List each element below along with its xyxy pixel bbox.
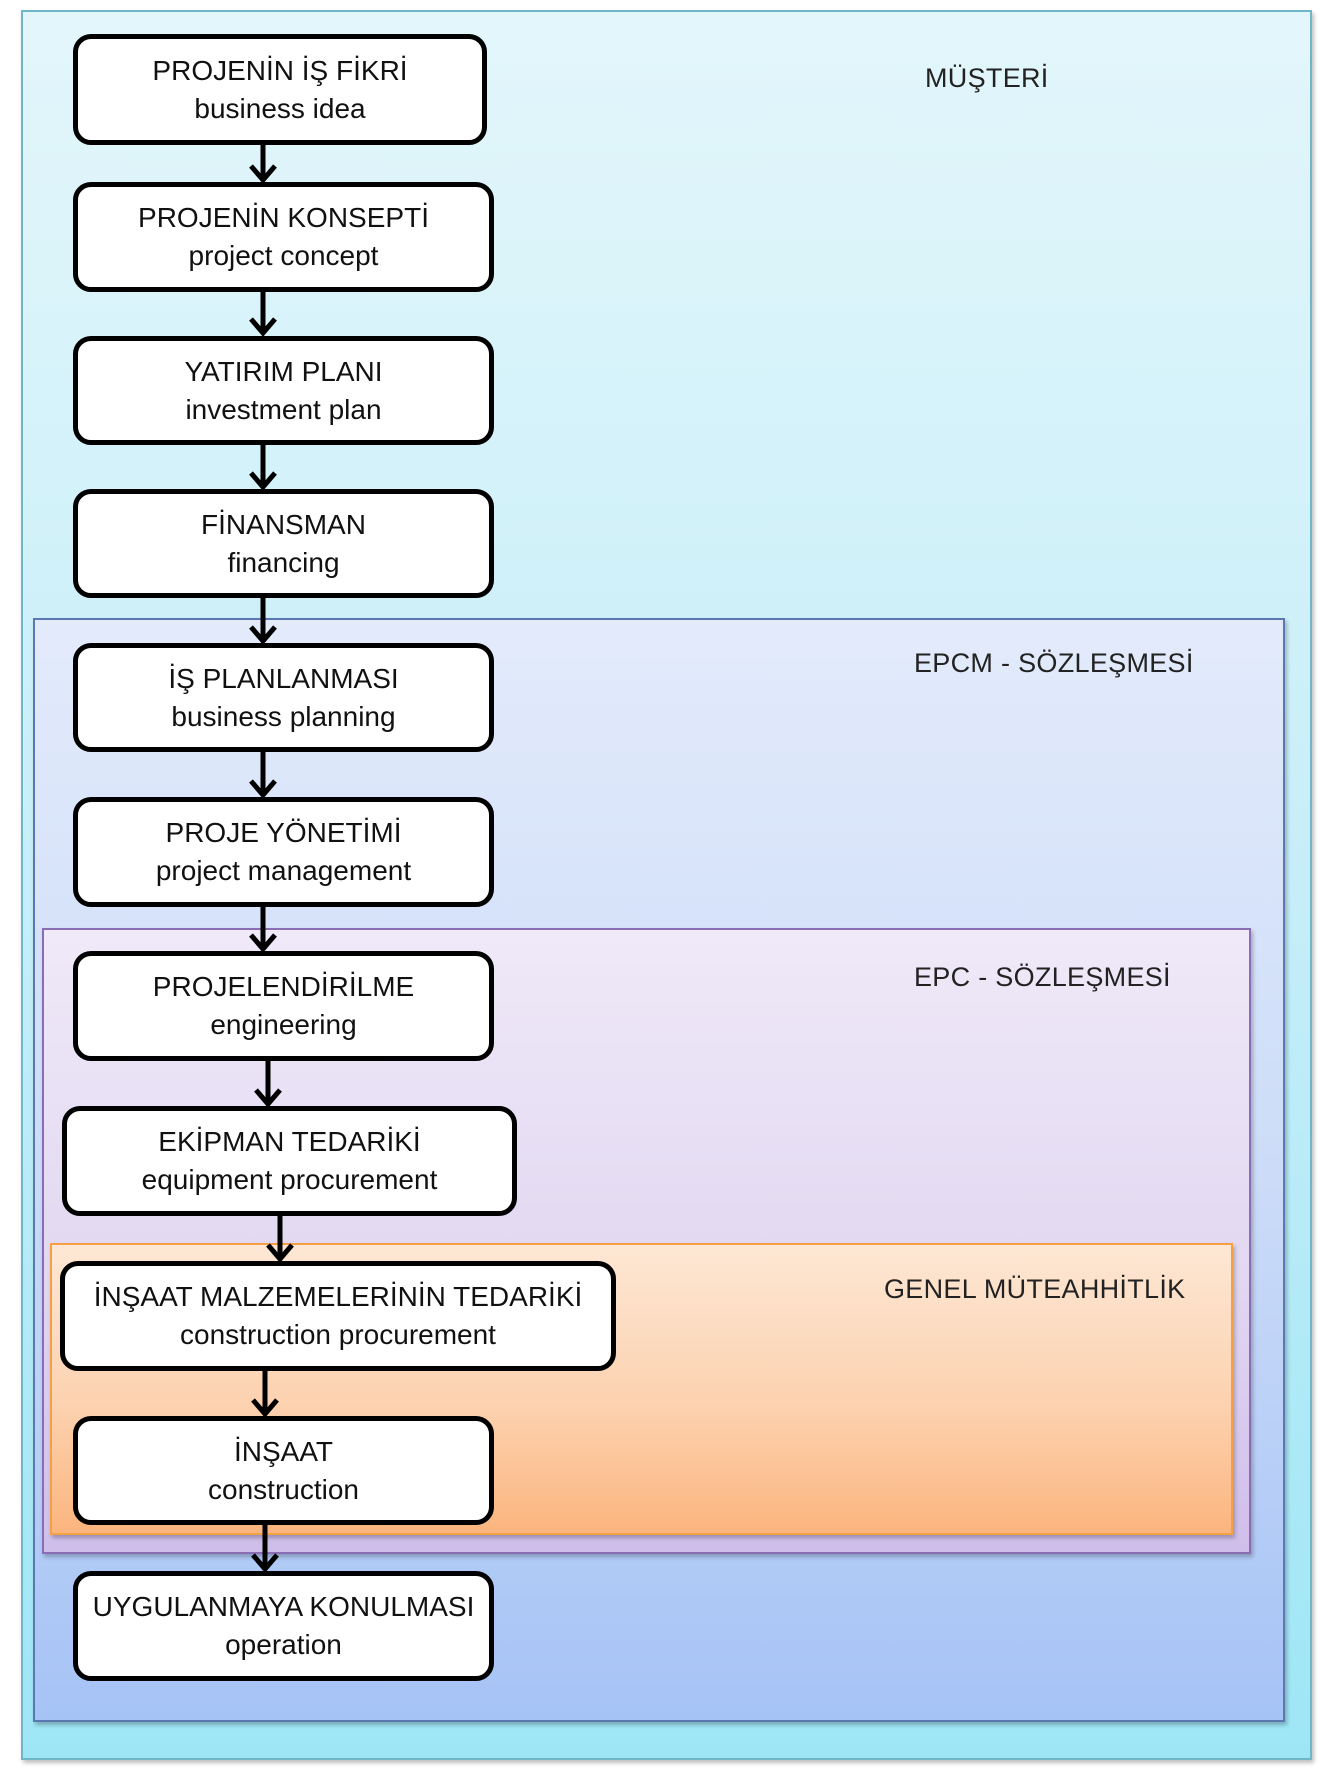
step-investment-plan: YATIRIM PLANI investment plan bbox=[73, 336, 494, 445]
region-label-musteri: MÜŞTERİ bbox=[925, 63, 1049, 93]
step-label-tr: İNŞAAT bbox=[233, 1435, 334, 1467]
step-label-en: engineering bbox=[210, 1009, 357, 1040]
step-label-tr: PROJENİN KONSEPTİ bbox=[138, 202, 429, 233]
step-financing: FİNANSMAN financing bbox=[73, 489, 494, 598]
step-label-tr: PROJENİN İŞ FİKRİ bbox=[152, 54, 408, 86]
step-label-tr: PROJE YÖNETİMİ bbox=[165, 817, 402, 848]
step-project-management: PROJE YÖNETİMİ project management bbox=[73, 797, 494, 907]
step-label-en: construction bbox=[208, 1473, 359, 1505]
step-label-tr: EKİPMAN TEDARİKİ bbox=[158, 1126, 421, 1157]
step-project-concept: PROJENİN KONSEPTİ project concept bbox=[73, 182, 494, 292]
step-label-tr: YATIRIM PLANI bbox=[184, 355, 383, 387]
step-label-en: business planning bbox=[171, 700, 396, 732]
step-label-tr: FİNANSMAN bbox=[201, 508, 366, 540]
step-label-en: financing bbox=[227, 546, 340, 578]
step-label-en: business idea bbox=[194, 92, 366, 124]
step-label-en: investment plan bbox=[185, 393, 382, 425]
step-business-planning: İŞ PLANLANMASI business planning bbox=[73, 643, 494, 752]
step-engineering: PROJELENDİRİLME engineering bbox=[73, 951, 494, 1061]
step-label-tr: İNŞAAT MALZEMELERİNİN TEDARİKİ bbox=[93, 1281, 583, 1312]
step-label-en: construction procurement bbox=[180, 1319, 496, 1350]
step-construction-procurement: İNŞAAT MALZEMELERİNİN TEDARİKİ construct… bbox=[60, 1261, 616, 1371]
step-label-en: operation bbox=[225, 1629, 342, 1660]
step-label-tr: İŞ PLANLANMASI bbox=[168, 662, 399, 694]
step-business-idea: PROJENİN İŞ FİKRİ business idea bbox=[73, 34, 487, 145]
step-label-en: project management bbox=[155, 855, 412, 886]
step-label-tr: PROJELENDİRİLME bbox=[152, 971, 415, 1002]
step-construction: İNŞAAT construction bbox=[73, 1416, 494, 1525]
region-label-epc: EPC - SÖZLEŞMESİ bbox=[914, 962, 1171, 992]
step-label-en: project concept bbox=[188, 240, 379, 271]
step-equipment-procurement: EKİPMAN TEDARİKİ equipment procurement bbox=[62, 1106, 517, 1216]
region-label-genel: GENEL MÜTEAHHİTLİK bbox=[884, 1274, 1186, 1304]
region-label-epcm: EPCM - SÖZLEŞMESİ bbox=[914, 648, 1194, 678]
step-label-en: equipment procurement bbox=[141, 1164, 438, 1195]
step-operation: UYGULANMAYA KONULMASI operation bbox=[73, 1571, 494, 1681]
step-label-tr: UYGULANMAYA KONULMASI bbox=[92, 1591, 475, 1622]
